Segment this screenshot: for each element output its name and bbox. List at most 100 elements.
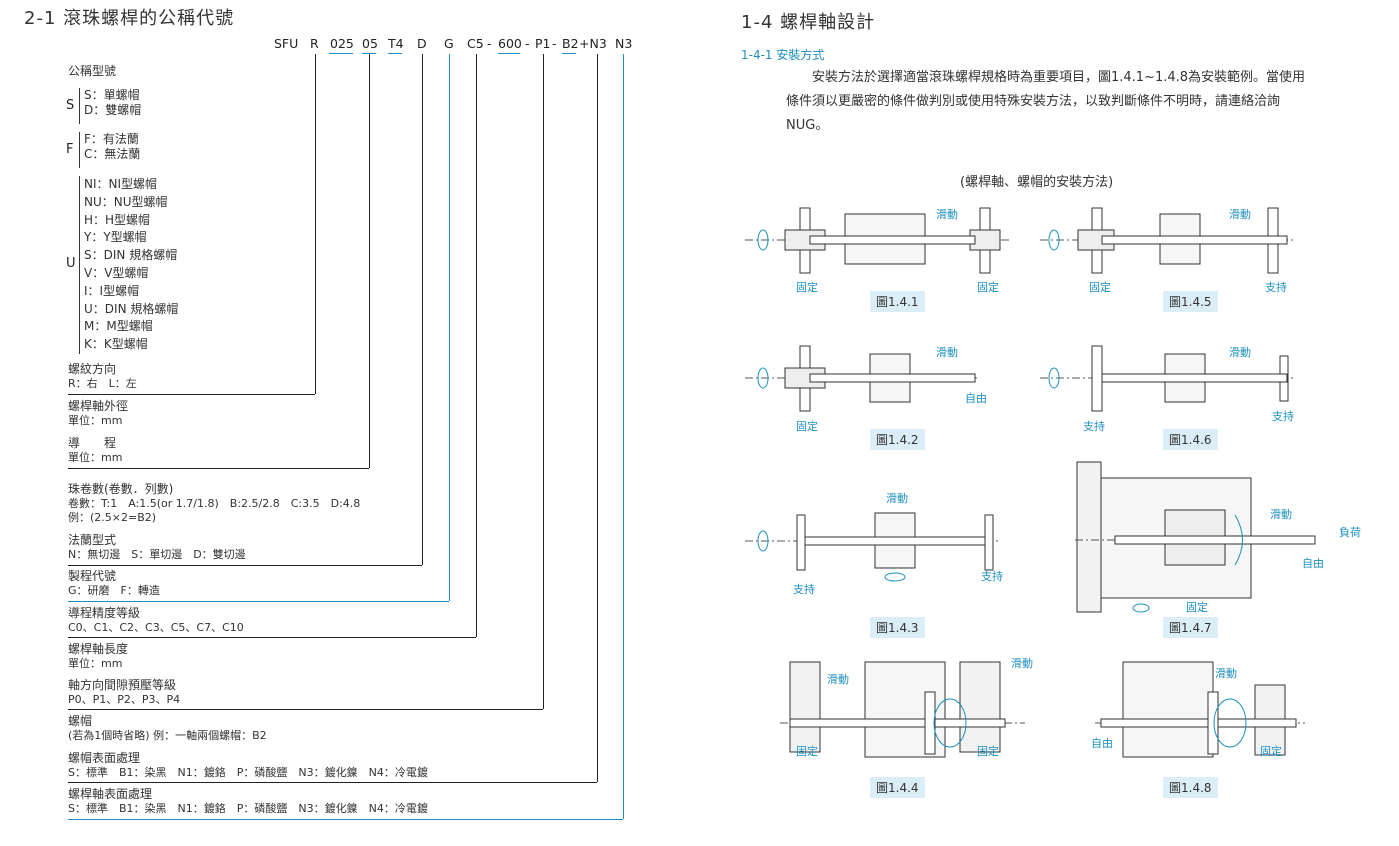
spec-line: (若為1個時省略) 例：一軸兩個螺帽：B2 bbox=[68, 729, 267, 742]
code-05: 05 bbox=[362, 36, 378, 51]
spec-rule bbox=[68, 709, 543, 710]
code-600: 600 bbox=[498, 36, 522, 51]
connector-c5 bbox=[476, 54, 477, 637]
code-c5: C5 bbox=[467, 36, 484, 51]
spec-shaft-diameter: 螺桿軸外徑 單位：mm bbox=[68, 399, 128, 428]
fig5-left-label: 固定 bbox=[1089, 281, 1111, 294]
spec-line: 卷數：T:1 A:1.5(or 1.7/1.8) B:2.5/2.8 C:3.5… bbox=[68, 497, 361, 510]
underline-600 bbox=[498, 53, 520, 54]
fig5-right-label: 支持 bbox=[1265, 281, 1287, 294]
connector-d bbox=[422, 54, 423, 565]
spec-line: 單位：mm bbox=[68, 414, 123, 427]
fig1-right-label: 固定 bbox=[977, 281, 999, 294]
group-u-letter: U bbox=[66, 256, 76, 271]
fig4-caption: 圖1.4.4 bbox=[870, 777, 925, 798]
section-title-left: 2-1 滾珠螺桿的公稱代號 bbox=[24, 8, 235, 29]
spec-preload: 軸方向間隙預壓等級 P0、P1、P2、P3、P4 bbox=[68, 678, 180, 707]
group-u-item: I：I型螺帽 bbox=[84, 283, 140, 298]
spec-line: 例：(2.5×2=B2) bbox=[68, 511, 157, 524]
group-f-item: F：有法蘭 bbox=[84, 132, 139, 146]
spec-title: 螺帽表面處理 bbox=[68, 751, 141, 765]
code-p1: P1 bbox=[535, 36, 551, 51]
fig8-right-label: 固定 bbox=[1260, 745, 1282, 758]
fig6-caption: 圖1.4.6 bbox=[1163, 429, 1218, 450]
fig1-left-label: 固定 bbox=[796, 281, 818, 294]
group-u-item: U：DIN 規格螺帽 bbox=[84, 301, 179, 316]
group-s-letter: S bbox=[66, 98, 75, 113]
code-g: G bbox=[444, 36, 454, 51]
spec-nut: 螺帽 (若為1個時省略) 例：一軸兩個螺帽：B2 bbox=[68, 714, 267, 743]
group-u-item: H：H型螺帽 bbox=[84, 212, 151, 227]
spec-rule bbox=[68, 601, 449, 602]
spec-title: 軸方向間隙預壓等級 bbox=[68, 678, 177, 692]
fig8-top-label: 滑動 bbox=[1215, 667, 1237, 680]
spec-lead-accuracy: 導程精度等級 C0、C1、C2、C3、C5、C7、C10 bbox=[68, 606, 244, 635]
group-u-item: V：V型螺帽 bbox=[84, 265, 149, 280]
group-u-item: NI：NI型螺帽 bbox=[84, 177, 158, 191]
group-u-item: S：DIN 規格螺帽 bbox=[84, 248, 178, 263]
spec-process-code: 製程代號 G：研磨 F：轉造 bbox=[68, 569, 160, 598]
code-dash1: - bbox=[487, 36, 492, 51]
spec-title: 螺桿軸表面處理 bbox=[68, 787, 153, 801]
spec-shaft-length: 螺桿軸長度 單位：mm bbox=[68, 642, 128, 671]
fig6-left-label: 支持 bbox=[1083, 420, 1105, 433]
connector-g bbox=[449, 54, 450, 601]
code-t4: T4 bbox=[388, 36, 404, 51]
group-s: S：單螺帽 D：雙螺帽 bbox=[79, 88, 141, 124]
group-u: NI：NI型螺帽 NU：NU型螺帽 H：H型螺帽 Y：Y型螺帽 S：DIN 規格… bbox=[79, 176, 178, 354]
figure-1-4-6-drawing bbox=[1040, 345, 1295, 412]
code-r: R bbox=[310, 36, 319, 51]
fig3-left-label: 支持 bbox=[793, 583, 815, 596]
fig5-top-label: 滑動 bbox=[1229, 208, 1251, 221]
fig2-left-label: 固定 bbox=[796, 420, 818, 433]
spec-rule bbox=[68, 637, 476, 638]
spec-line: C0、C1、C2、C3、C5、C7、C10 bbox=[68, 621, 244, 634]
spec-rule bbox=[68, 565, 422, 566]
fig2-right-label: 自由 bbox=[965, 392, 987, 405]
fig3-right-label: 支持 bbox=[981, 570, 1003, 583]
spec-title: 導 程 bbox=[68, 436, 117, 450]
fig8-left-label: 自由 bbox=[1091, 737, 1113, 750]
group-u-item: M：M型螺帽 bbox=[84, 319, 153, 334]
spec-line: R：右 L：左 bbox=[68, 377, 137, 390]
spec-rule bbox=[68, 394, 315, 395]
connector-05 bbox=[369, 54, 370, 468]
figure-1-4-1-drawing bbox=[745, 207, 1010, 274]
spec-title: 螺紋方向 bbox=[68, 362, 117, 376]
spec-ball-turns: 珠卷數(卷數．列數) 卷數：T:1 A:1.5(or 1.7/1.8) B:2.… bbox=[68, 482, 360, 525]
code-b2: B2 bbox=[562, 36, 579, 51]
fig7-top-label: 滑動 bbox=[1270, 508, 1292, 521]
connector-n3a bbox=[597, 54, 598, 782]
spec-nut-surface: 螺帽表面處理 S：標準 B1：染黑 N1：鍍鉻 P：磷酸鹽 N3：鍍化鎳 N4：… bbox=[68, 751, 428, 780]
group-f-letter: F bbox=[66, 142, 74, 157]
group-u-item: Y：Y型螺帽 bbox=[84, 230, 147, 245]
code-dash2: - bbox=[525, 36, 530, 51]
spec-title: 螺桿軸長度 bbox=[68, 642, 129, 656]
underline-05 bbox=[362, 53, 376, 54]
spec-line: N：無切邊 S：單切邊 D：雙切邊 bbox=[68, 548, 246, 561]
underline-b2 bbox=[562, 53, 576, 54]
code-n3a: +N3 bbox=[579, 36, 607, 51]
spec-rule bbox=[68, 819, 623, 820]
paragraph-line: 條件須以更嚴密的條件做判別或使用特殊安裝方法，以致判斷條件不明時，請連絡洽詢 bbox=[786, 94, 1281, 109]
fig2-caption: 圖1.4.2 bbox=[870, 429, 925, 450]
spec-rule bbox=[68, 782, 597, 783]
paragraph-line: 安裝方法於選擇適當滾珠螺桿規格時為重要項目，圖1.4.1~1.4.8為安裝範例。… bbox=[812, 70, 1306, 85]
group-s-item: D：雙螺帽 bbox=[84, 103, 142, 117]
fig7-right-label: 自由 bbox=[1302, 557, 1324, 570]
connector-r bbox=[315, 54, 316, 394]
fig7-extra-label: 負荷 bbox=[1339, 526, 1361, 539]
figure-1-4-8-drawing bbox=[1095, 661, 1305, 758]
fig7-caption: 圖1.4.7 bbox=[1163, 617, 1218, 638]
intro-paragraph: 安裝方法於選擇適當滾珠螺桿規格時為重要項目，圖1.4.1~1.4.8為安裝範例。… bbox=[786, 66, 1346, 138]
fig4-top2-label: 滑動 bbox=[1011, 657, 1033, 670]
spec-title: 螺桿軸外徑 bbox=[68, 399, 129, 413]
spec-shaft-surface: 螺桿軸表面處理 S：標準 B1：染黑 N1：鍍鉻 P：磷酸鹽 N3：鍍化鎳 N4… bbox=[68, 787, 428, 816]
fig6-right-label: 支持 bbox=[1272, 410, 1294, 423]
underline-t4 bbox=[388, 53, 402, 54]
code-d: D bbox=[417, 36, 427, 51]
spec-title: 導程精度等級 bbox=[68, 606, 141, 620]
fig1-caption: 圖1.4.1 bbox=[870, 291, 925, 312]
spec-line: 單位：mm bbox=[68, 657, 123, 670]
spec-line: S：標準 B1：染黑 N1：鍍鉻 P：磷酸鹽 N3：鍍化鎳 N4：冷電鍍 bbox=[68, 802, 428, 815]
